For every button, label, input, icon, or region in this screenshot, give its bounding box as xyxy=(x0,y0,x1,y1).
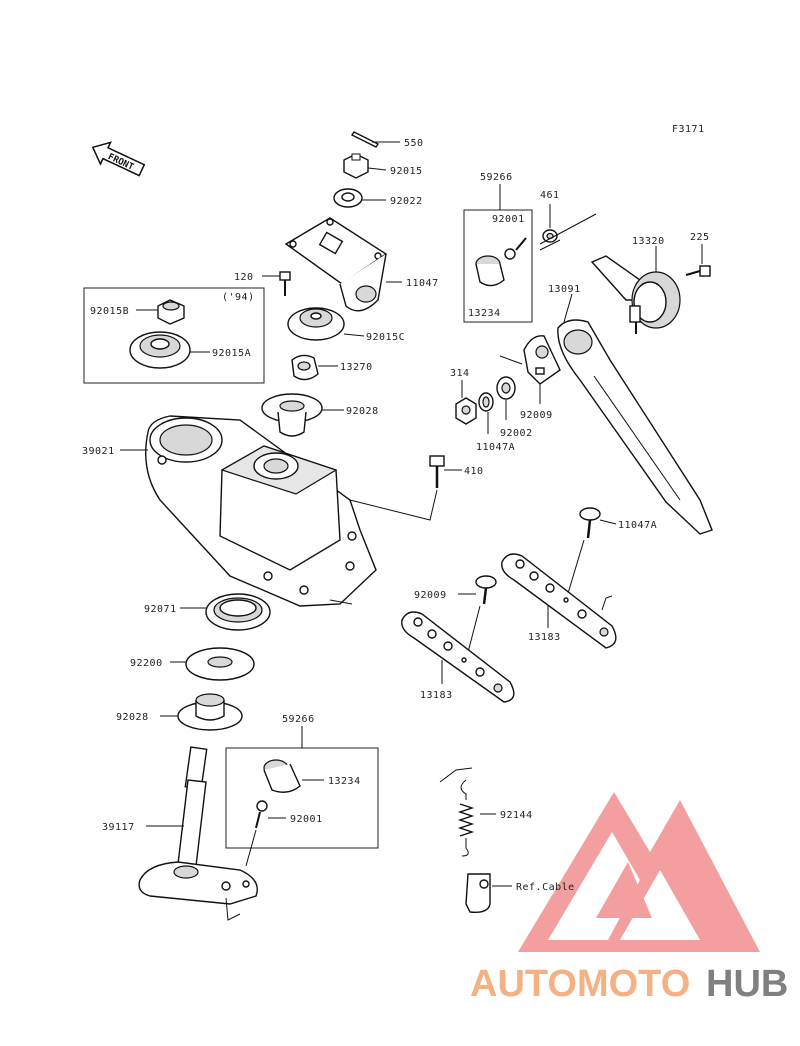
detail-box-94 xyxy=(83,287,265,384)
bolt-92009-left xyxy=(458,575,497,661)
washer-461 xyxy=(539,204,597,251)
retainer-13270 xyxy=(291,354,338,381)
callout-13234-bottom: 13234 xyxy=(328,776,361,787)
watermark-text-2: HUB xyxy=(706,963,788,1005)
callout-92009-right: 11047A xyxy=(618,520,657,531)
leader-housing xyxy=(329,599,353,605)
callout-92028-bottom: 92028 xyxy=(116,712,149,723)
callout-92015a: 92015A xyxy=(212,348,251,359)
spring-92144 xyxy=(439,767,496,857)
cable-bracket-13320 xyxy=(590,246,681,334)
bushing-92028-bottom xyxy=(160,693,243,731)
cotter-pin xyxy=(350,131,400,148)
callout-13234-top: 13234 xyxy=(468,308,501,319)
callout-92001-top: 92001 xyxy=(492,214,525,225)
link-13183-left xyxy=(401,611,515,703)
callout-461: 461 xyxy=(540,190,560,201)
housing-39021 xyxy=(120,415,377,607)
steering-bracket xyxy=(284,217,402,312)
callout-461a: 11047A xyxy=(476,442,515,453)
seal-92071 xyxy=(180,593,271,631)
callout-11047a: 92009 xyxy=(520,410,553,421)
callout-410: 92002 xyxy=(500,428,533,439)
washer-410 xyxy=(496,376,516,420)
nut-92015b xyxy=(136,299,185,325)
bolt-120 xyxy=(262,271,291,296)
bolt-225 xyxy=(685,244,711,277)
detail-box-59266-bottom xyxy=(225,747,379,849)
castle-nut xyxy=(343,153,387,179)
callout-550: 550 xyxy=(404,138,424,149)
front-arrow-icon: FRONT xyxy=(91,141,146,177)
bracket-11047a xyxy=(499,335,561,404)
link-13183-right xyxy=(501,553,617,649)
bolt-92002 xyxy=(349,455,462,521)
callout-13320: 13320 xyxy=(632,236,665,247)
callout-13183-right: 13183 xyxy=(528,632,561,643)
socket-13234-top xyxy=(475,255,505,287)
lockwasher-461a xyxy=(478,392,494,434)
washer-92200 xyxy=(170,647,255,681)
callout-92009-left: 92009 xyxy=(414,590,447,601)
steering-arm-13091 xyxy=(557,293,713,535)
callout-92015c: 92015C xyxy=(366,332,405,343)
callout-ref-cable: Ref.Cable xyxy=(516,882,575,893)
callout-39021: 39021 xyxy=(82,446,115,457)
nut-92015c xyxy=(287,307,365,341)
callout-39117: 39117 xyxy=(102,822,135,833)
callout-314: 314 xyxy=(450,368,470,379)
socket-13234-bottom xyxy=(263,759,324,793)
callout-13091: 13091 xyxy=(548,284,581,295)
callout-13270: 13270 xyxy=(340,362,373,373)
ball-joint-92001-bottom xyxy=(245,800,286,867)
watermark-logo xyxy=(518,792,760,952)
steering-shaft-39117 xyxy=(138,746,258,921)
callout-92200: 92200 xyxy=(130,658,163,669)
watermark-text-1: AUTOMOTO xyxy=(470,963,690,1005)
detail-box-59266-top xyxy=(463,209,533,323)
callout-92001-bottom: 92001 xyxy=(290,814,323,825)
callout-120: 120 xyxy=(234,272,254,283)
diagram-code: F3171 xyxy=(672,124,705,135)
callout-59266-top: 59266 xyxy=(480,172,513,183)
callout-92028-top: 92028 xyxy=(346,406,379,417)
callout-94: ('94) xyxy=(222,292,255,303)
callout-92015b: 92015B xyxy=(90,306,129,317)
callout-92002: 410 xyxy=(464,466,484,477)
bolt-92009-right xyxy=(565,507,617,601)
callout-59266-bottom: 59266 xyxy=(282,714,315,725)
washer-92022 xyxy=(333,188,386,208)
cable-clamp xyxy=(465,873,512,914)
callout-92015: 92015 xyxy=(390,166,423,177)
nut-314 xyxy=(455,380,477,425)
callout-92022: 92022 xyxy=(390,196,423,207)
callout-13183-left: 13183 xyxy=(420,690,453,701)
callout-92071: 92071 xyxy=(144,604,177,615)
callout-225: 225 xyxy=(690,232,710,243)
callout-92144: 92144 xyxy=(500,810,533,821)
ball-joint-92001-top xyxy=(504,237,527,260)
nut-92015a xyxy=(129,331,210,369)
bushing-92028-top xyxy=(261,393,344,437)
callout-11047: 11047 xyxy=(406,278,439,289)
